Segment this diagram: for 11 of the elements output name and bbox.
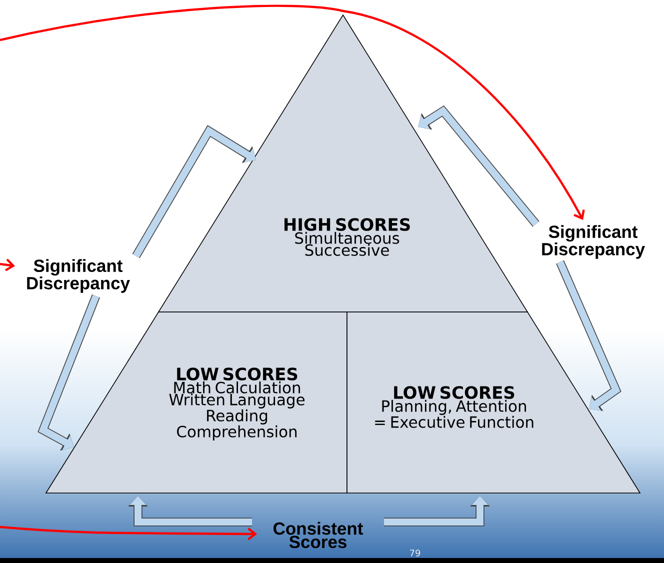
- arrow: [0, 258, 15, 272]
- block-arrow: [418, 105, 540, 227]
- block-arrow: [132, 125, 256, 258]
- page-number: 79: [410, 550, 420, 556]
- text-label: Significant Discrepancy: [542, 225, 645, 259]
- arrow: [0, 4, 585, 220]
- arrow: [0, 526, 257, 540]
- text-label: Consistent Scores: [274, 522, 363, 548]
- text-label: Significant Discrepancy: [27, 259, 130, 293]
- triangle-section: LOW SCORES Planning, Attention = Executive Function: [346, 312, 641, 494]
- block-arrow: [556, 260, 622, 411]
